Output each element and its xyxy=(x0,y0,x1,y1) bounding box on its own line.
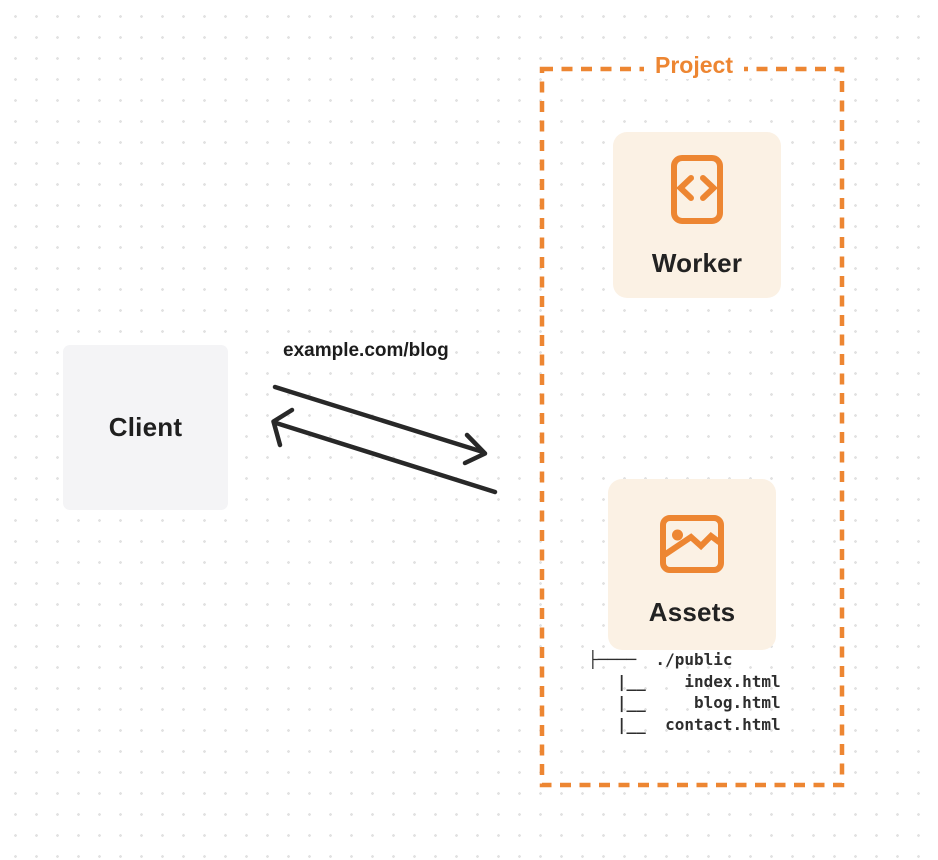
file-tree: ├──── ./public |__ index.html |__ blog.h… xyxy=(588,649,781,735)
image-icon xyxy=(660,515,724,573)
tree-line-contact: |__ contact.html xyxy=(588,714,781,734)
assets-label: Assets xyxy=(648,597,736,627)
request-arrow-line xyxy=(272,384,486,455)
code-icon xyxy=(671,155,723,224)
request-url-label: example.com/blog xyxy=(283,340,449,361)
assets-card: Assets xyxy=(608,479,776,650)
worker-label: Worker xyxy=(651,248,743,278)
client-box: Client xyxy=(63,345,228,510)
tree-line-public: ├──── ./public xyxy=(588,650,733,669)
tree-line-index: |__ index.html xyxy=(588,671,781,691)
project-label: Project xyxy=(644,51,744,79)
worker-card: Worker xyxy=(613,132,781,298)
response-arrow-head xyxy=(271,407,295,448)
request-arrow-head xyxy=(462,432,488,466)
client-label: Client xyxy=(108,412,183,442)
tree-line-blog: |__ blog.html xyxy=(588,693,781,712)
response-arrow-line xyxy=(273,420,498,495)
